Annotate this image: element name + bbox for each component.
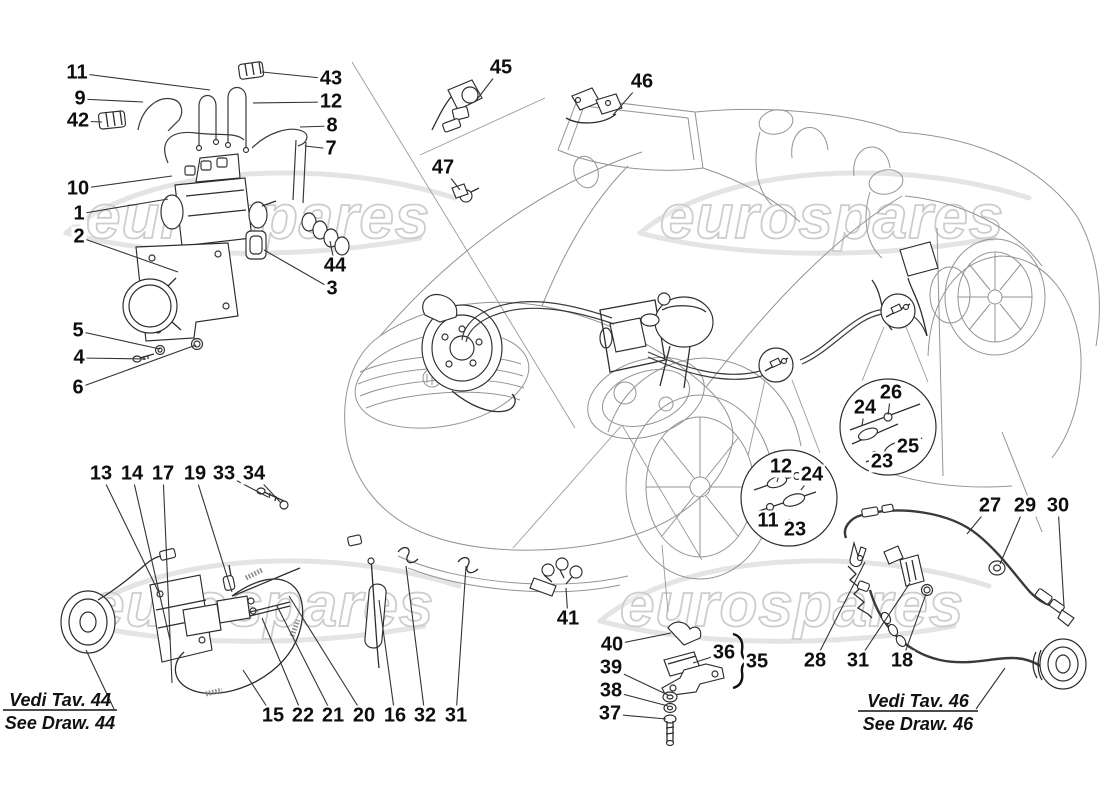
see-draw-44-line1: Vedi Tav. 44	[9, 690, 111, 710]
part-label-14: 14	[118, 462, 146, 485]
leader-line-16	[378, 599, 396, 717]
leader-line-13	[100, 473, 161, 596]
part-label-15: 15	[259, 704, 287, 727]
part-label-21: 21	[319, 704, 347, 727]
see-draw-46-line2: See Draw. 46	[862, 714, 974, 734]
part-label-22: 22	[289, 704, 317, 727]
watermark-text-2: eurospares	[660, 183, 1004, 252]
part-label-11: 11	[64, 61, 90, 84]
leader-line-30	[1057, 505, 1065, 607]
part-label-20: 20	[350, 704, 378, 727]
part-label-10: 10	[64, 177, 92, 200]
part-label-45: 45	[487, 56, 515, 79]
part-label-16: 16	[381, 704, 409, 727]
pipe-clamp-parts	[529, 557, 750, 747]
part-label-13: 13	[87, 462, 115, 485]
part-label-8: 8	[324, 114, 340, 137]
part-label-2: 2	[71, 225, 87, 248]
part-label-27: 27	[976, 494, 1004, 517]
part-label-25: 25	[894, 435, 922, 458]
part-label-36: 36	[710, 641, 738, 664]
part-label-17: 17	[149, 462, 177, 485]
part-label-5: 5	[70, 319, 86, 342]
part-label-24: 24	[798, 463, 826, 486]
part-label-7: 7	[323, 137, 339, 160]
part-label-43: 43	[317, 67, 345, 90]
part-label-1: 1	[71, 202, 87, 225]
see-draw-44-line2: See Draw. 44	[4, 713, 116, 733]
part-label-40: 40	[598, 633, 626, 656]
pedal-switch-parts	[431, 79, 623, 203]
part-label-12: 12	[767, 455, 795, 478]
part-label-31: 31	[844, 649, 872, 672]
leader-line-5	[77, 330, 161, 350]
leader-line-4	[78, 357, 147, 360]
leader-line-28	[814, 561, 866, 662]
part-label-26: 26	[877, 381, 905, 404]
leader-lines	[76, 67, 1065, 720]
part-label-19: 19	[181, 462, 209, 485]
abs-pump-assembly	[97, 61, 350, 363]
leader-line-18	[901, 593, 927, 662]
leader-line-6	[77, 344, 197, 389]
leader-line-1	[78, 198, 169, 215]
part-label-47: 47	[429, 156, 457, 179]
leader-line-20	[288, 595, 365, 717]
leader-line-19	[194, 473, 233, 593]
part-label-41: 41	[554, 607, 582, 630]
part-label-11: 11	[755, 509, 781, 532]
part-label-34: 34	[240, 462, 268, 485]
part-label-46: 46	[628, 70, 656, 93]
construction-lines	[351, 61, 703, 613]
part-label-31: 31	[442, 704, 470, 727]
brake-system-on-car	[421, 241, 939, 413]
leader-line-3	[263, 249, 333, 290]
part-label-32: 32	[411, 704, 439, 727]
part-label-12: 12	[317, 90, 345, 113]
leader-line-11	[76, 72, 211, 91]
part-label-6: 6	[70, 376, 86, 399]
part-label-28: 28	[801, 649, 829, 672]
part-label-24: 24	[851, 396, 879, 419]
handbrake-cable-assembly	[843, 503, 1087, 690]
leader-line-17	[162, 473, 173, 684]
leader-line-2	[78, 236, 179, 273]
detail-origin-markers	[747, 293, 929, 457]
part-label-39: 39	[597, 656, 625, 679]
part-label-30: 30	[1044, 494, 1072, 517]
part-label-18: 18	[888, 649, 916, 672]
footnote-lines	[3, 649, 1006, 712]
part-label-44: 44	[321, 254, 349, 277]
part-label-42: 42	[64, 109, 92, 132]
leader-line-31	[455, 565, 467, 717]
part-label-9: 9	[72, 87, 88, 110]
part-label-23: 23	[868, 450, 896, 473]
leader-line-31	[857, 582, 911, 662]
leader-line-22	[261, 617, 304, 717]
leader-line-21	[276, 605, 334, 717]
part-label-37: 37	[596, 702, 624, 725]
part-label-3: 3	[324, 277, 340, 300]
leader-line-10	[77, 175, 173, 190]
see-draw-46-line1: Vedi Tav. 46	[867, 691, 969, 711]
front-line-assembly	[60, 487, 479, 697]
part-label-38: 38	[597, 679, 625, 702]
leader-line-14	[131, 473, 171, 641]
part-label-35: 35	[743, 650, 771, 673]
part-label-4: 4	[71, 346, 87, 369]
part-label-23: 23	[781, 518, 809, 541]
part-label-33: 33	[210, 462, 238, 485]
leader-line-32	[405, 565, 426, 717]
leader-line-9	[79, 98, 144, 103]
part-label-29: 29	[1011, 494, 1039, 517]
